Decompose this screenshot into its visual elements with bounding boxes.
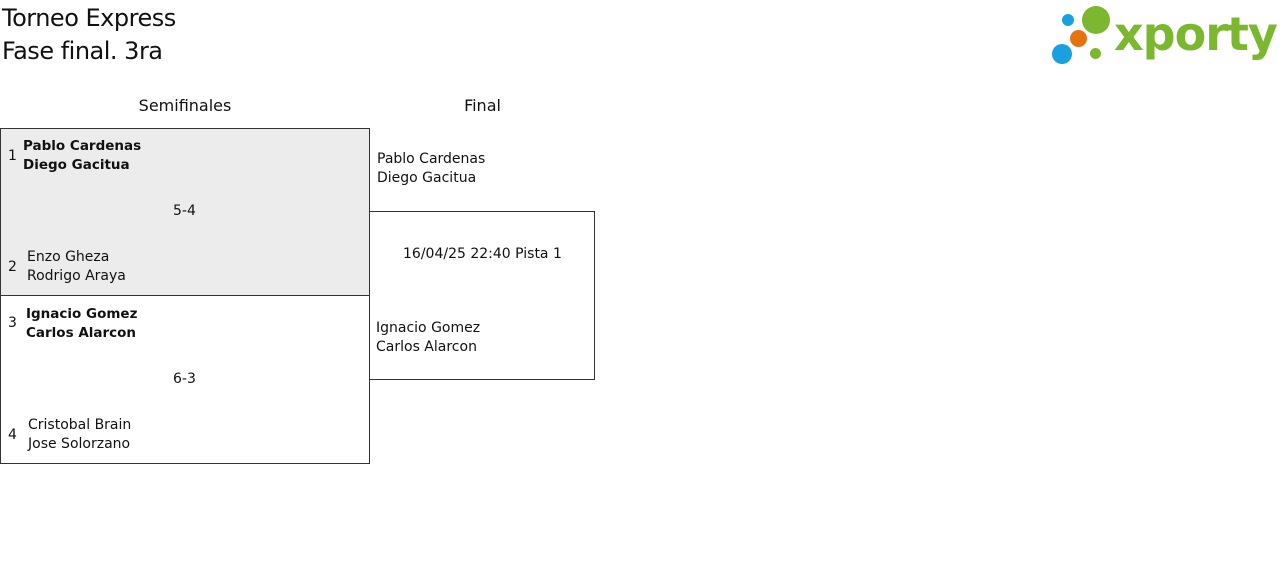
seed-number: 1 (8, 148, 17, 164)
logo-dot-orange (1070, 30, 1087, 47)
tournament-title: Torneo Express (2, 4, 176, 32)
seed-number: 3 (8, 315, 17, 331)
team-player: Cristobal Brain (28, 417, 132, 433)
logo-dot-blue-bottom (1052, 44, 1072, 64)
team-player: Diego Gacitua (23, 157, 130, 173)
team-player: Rodrigo Araya (27, 268, 126, 284)
team-player: Pablo Cardenas (23, 138, 142, 154)
seed-number: 2 (8, 259, 17, 275)
logo-wordmark: xporty (1114, 7, 1278, 61)
round-header-semifinales: Semifinales (138, 96, 232, 115)
logo-dot-green-big (1082, 6, 1110, 34)
final-team-a-player: Pablo Cardenas (377, 151, 486, 167)
seed-number: 4 (8, 427, 17, 443)
team-player: Carlos Alarcon (26, 325, 137, 341)
semifinal-match-1[interactable]: 1 Pablo Cardenas Diego Gacitua 5-4 2 Enz… (0, 128, 370, 296)
match-score: 6-3 (173, 371, 196, 387)
final-team-b-player: Ignacio Gomez (376, 320, 481, 336)
xporty-logo[interactable]: xporty (1052, 4, 1278, 66)
team-player: Enzo Gheza (27, 249, 110, 265)
round-header-final: Final (464, 96, 501, 115)
team-player: Ignacio Gomez (26, 306, 138, 322)
final-match[interactable]: 16/04/25 22:40 Pista 1 Ignacio Gomez Car… (369, 211, 595, 380)
match-score: 5-4 (173, 203, 196, 219)
phase-subtitle: Fase final. 3ra (2, 37, 163, 65)
semifinal-match-2[interactable]: 3 Ignacio Gomez Carlos Alarcon 6-3 4 Cri… (0, 295, 370, 464)
logo-dot-green-small (1090, 48, 1101, 59)
team-player: Jose Solorzano (28, 436, 131, 452)
final-team-b-player: Carlos Alarcon (376, 339, 477, 355)
logo-dot-blue-top (1062, 14, 1074, 26)
final-team-a-player: Diego Gacitua (377, 170, 477, 186)
final-schedule: 16/04/25 22:40 Pista 1 (403, 246, 562, 262)
